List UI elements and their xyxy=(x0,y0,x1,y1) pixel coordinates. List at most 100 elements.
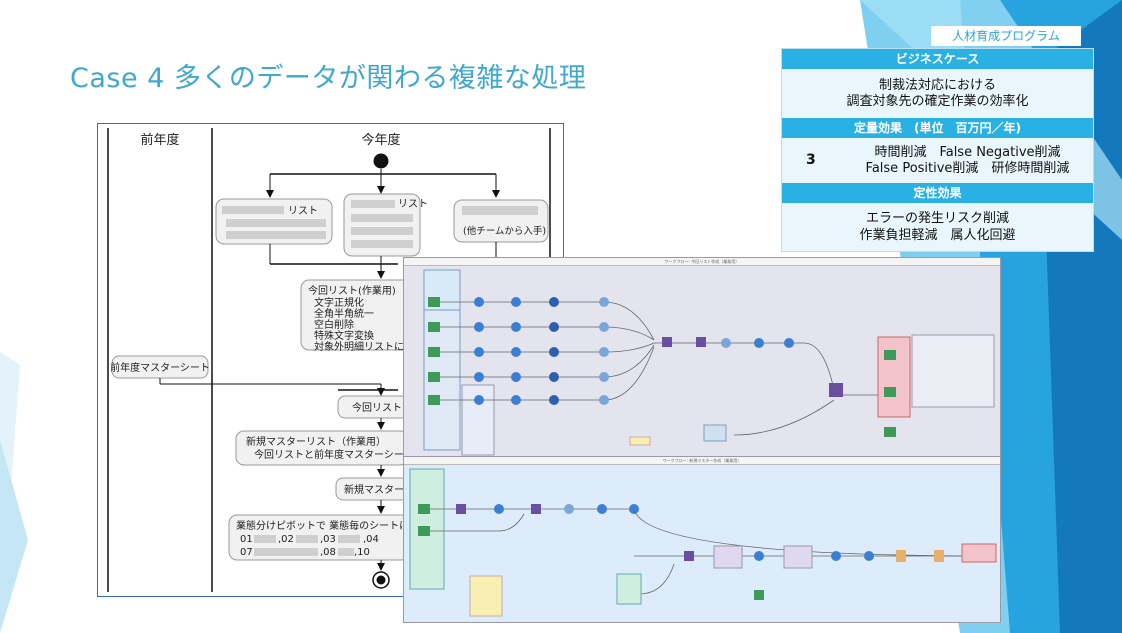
formula-icon xyxy=(511,322,521,332)
redacted-text xyxy=(462,206,538,215)
join-icon xyxy=(599,395,609,405)
wf-container-small xyxy=(703,424,727,442)
browse-icon xyxy=(864,551,874,561)
wf-output-container xyxy=(877,336,911,418)
input-data-icon xyxy=(428,297,440,307)
join-icon xyxy=(531,504,541,514)
wf-connectors xyxy=(430,508,965,595)
quant-effect-line2: False Positive削減 研修時間削減 xyxy=(865,161,1070,176)
formula-icon xyxy=(629,504,639,514)
workflow-top-graph xyxy=(423,269,995,456)
join-icon xyxy=(662,337,672,347)
end-node-icon xyxy=(372,571,390,589)
input-data-icon xyxy=(428,322,440,332)
step-item: 全角半角統一 xyxy=(314,307,374,320)
wf-input-column xyxy=(428,297,440,405)
formula-icon xyxy=(511,372,521,382)
split-code: ,04 xyxy=(363,534,379,545)
output-data-icon xyxy=(884,350,896,360)
output-data-icon xyxy=(884,387,896,397)
flowchart-canvas: 前年度 今年度 リスト リスト (他チームから入手) 今回 xyxy=(107,128,551,592)
wf-connectors xyxy=(440,301,884,436)
formula-icon xyxy=(474,347,484,357)
formula-icon xyxy=(597,504,607,514)
qual-effect-header: 定性効果 xyxy=(782,183,1093,203)
input-data-icon xyxy=(428,347,440,357)
step-item: 対象外明細リストに一致 xyxy=(314,340,424,353)
slide-title: Case 4 多くのデータが関わる複雑な処理 xyxy=(70,63,587,94)
redacted-text xyxy=(254,548,318,556)
split-code: ,02 xyxy=(278,534,294,545)
formula-icon xyxy=(754,338,764,348)
step-split-title: 業態分けピボットで 業態毎のシートに分割 xyxy=(236,519,429,532)
join-icon xyxy=(599,297,609,307)
redacted-text xyxy=(338,535,360,543)
join-icon xyxy=(599,322,609,332)
step-new-master-label: 新規マスターリ xyxy=(344,483,414,496)
formula-icon xyxy=(564,504,574,514)
business-case-header: ビジネスケース xyxy=(782,49,1093,69)
join-icon xyxy=(696,337,706,347)
output-data-icon xyxy=(884,427,896,437)
filter-icon xyxy=(549,372,559,382)
wf-container-small xyxy=(783,545,813,569)
quant-effect-line1: 時間削減 False Negative削減 xyxy=(874,145,1061,160)
formula-icon xyxy=(474,297,484,307)
workflow-canvas-top[interactable]: ワークフロー: 今回リスト作成（業務用） xyxy=(403,257,1001,459)
wf-note-yellow xyxy=(469,575,503,617)
redacted-text xyxy=(351,240,413,248)
formula-icon xyxy=(511,395,521,405)
step-new-master-line1: 新規マスターリスト（作業用） xyxy=(246,435,386,448)
output-data-icon xyxy=(934,550,944,562)
formula-icon xyxy=(831,551,841,561)
formula-icon xyxy=(474,395,484,405)
source-list-1-label: リスト xyxy=(288,206,318,217)
formula-icon xyxy=(511,347,521,357)
qual-effect-line1: エラーの発生リスク削減 xyxy=(865,211,1009,226)
workflow-bottom-titlebar: ワークフロー: 新規マスター作成（業務用） xyxy=(404,457,1000,465)
lane-curr-label: 今年度 xyxy=(361,132,400,148)
split-code: 07 xyxy=(240,547,253,558)
filter-icon xyxy=(549,297,559,307)
prev-master-sheet-label: 前年度マスターシート xyxy=(110,361,210,374)
quant-effect-header: 定量効果 (単位 百万円／年) xyxy=(782,118,1093,138)
redacted-text xyxy=(226,219,326,227)
formula-icon xyxy=(754,551,764,561)
wf-input-container xyxy=(616,573,642,605)
formula-icon xyxy=(784,338,794,348)
redacted-text xyxy=(338,548,354,556)
filter-icon xyxy=(549,322,559,332)
redacted-text xyxy=(351,214,413,222)
source-list-2-label: リスト xyxy=(398,199,428,210)
workflow-canvas-bottom[interactable]: ワークフロー: 新規マスター作成（業務用） xyxy=(403,456,1001,623)
split-code: ,10 xyxy=(354,547,370,558)
qual-effect-line2: 作業負担軽減 属人化回避 xyxy=(859,228,1016,243)
business-case-line1: 制裁法対応における xyxy=(878,78,996,93)
business-case-panel: ビジネスケース 制裁法対応における 調査対象先の確定作業の効率化 定量効果 (単… xyxy=(781,48,1094,252)
wf-tool-row xyxy=(456,504,997,605)
input-data-icon xyxy=(418,526,430,536)
input-data-icon xyxy=(428,395,440,405)
redacted-text xyxy=(254,535,276,543)
step-item: 空白削除 xyxy=(314,318,354,331)
program-tag: 人材育成プログラム xyxy=(931,26,1081,46)
join-icon xyxy=(684,551,694,561)
split-code: ,03 xyxy=(320,534,336,545)
filter-icon xyxy=(494,504,504,514)
input-data-icon xyxy=(418,504,430,514)
workflow-bottom-graph xyxy=(409,468,997,617)
join-icon xyxy=(599,347,609,357)
formula-icon xyxy=(721,338,731,348)
source-list-3-label: (他チームから入手) xyxy=(463,225,546,237)
split-code: 01 xyxy=(240,534,253,545)
formula-icon xyxy=(474,372,484,382)
workflow-top-titlebar: ワークフロー: 今回リスト作成（業務用） xyxy=(404,258,1000,266)
deco-left-accent-2 xyxy=(0,440,28,633)
redacted-text xyxy=(296,535,318,543)
quant-effect-value: 3 xyxy=(806,152,816,168)
split-code: ,08 xyxy=(320,547,336,558)
business-case-line2: 調査対象先の確定作業の効率化 xyxy=(846,94,1029,109)
end-node-core-icon xyxy=(376,575,386,585)
redacted-text xyxy=(226,231,326,239)
wf-output-container xyxy=(961,543,997,563)
